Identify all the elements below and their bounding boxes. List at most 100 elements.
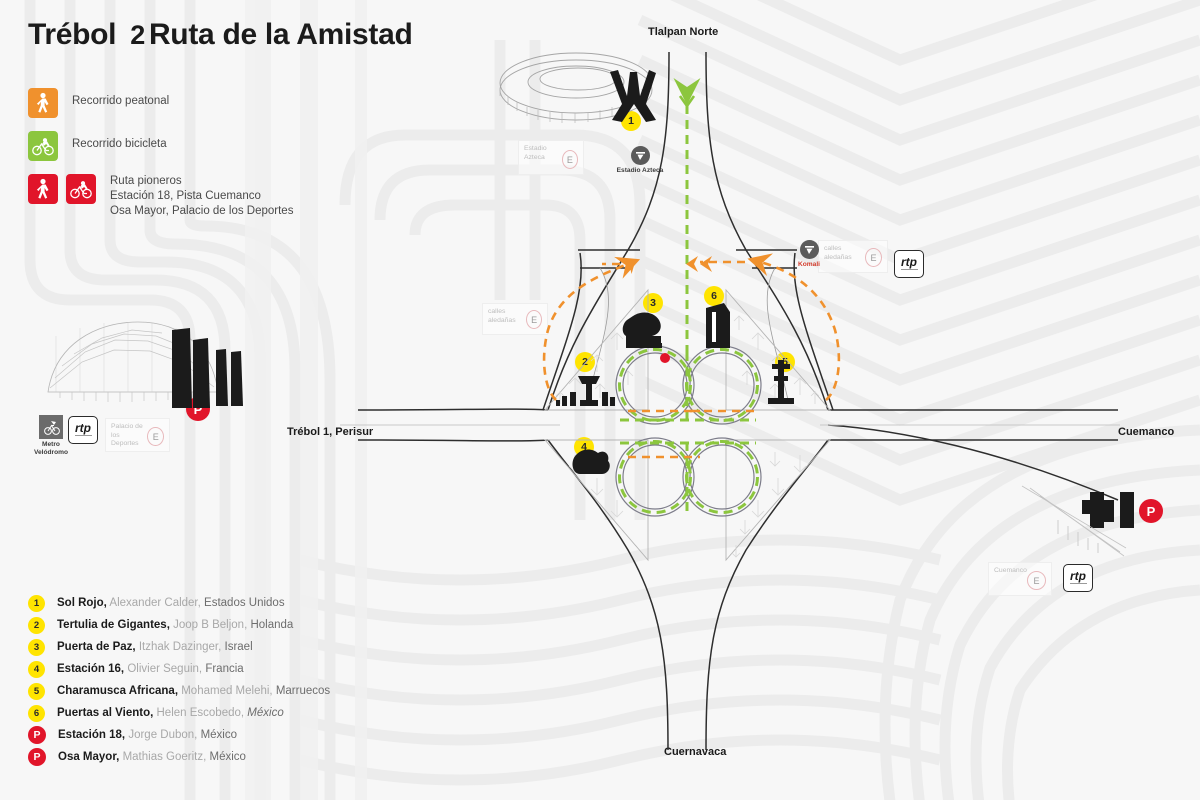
map-pin-6[interactable]: 6	[704, 286, 724, 306]
artwork-badge-3: 3	[28, 638, 45, 656]
artwork-country-4: Francia	[205, 663, 244, 675]
bicycle-icon-red	[66, 174, 96, 204]
artworks-list: 1 Sol Rojo, Alexander Calder, Estados Un…	[28, 592, 330, 768]
artwork-text-2: Tertulia de Gigantes, Joop B Beljon, Hol…	[57, 619, 293, 631]
artwork-name-6: Puertas al Viento,	[57, 707, 154, 719]
title-number: 2	[130, 20, 145, 50]
station-e-circle: E	[561, 150, 578, 169]
rtp-label: rtp	[75, 421, 91, 436]
sculpture-estacion-16	[572, 449, 610, 474]
legend-pioneros-line3: Osa Mayor, Palacio de los Deportes	[110, 205, 294, 217]
station-card-text: calles aledañas	[488, 308, 516, 324]
artwork-text-4: Estación 16, Olivier Seguin, Francia	[57, 663, 244, 675]
legend-pioneros-line2: Estación 18, Pista Cuemanco	[110, 190, 261, 202]
rtp-label: rtp	[901, 255, 917, 270]
artwork-country-1: Estados Unidos	[204, 597, 285, 609]
artwork-name-5: Charamusca Africana,	[57, 685, 179, 697]
artwork-text-p2: Osa Mayor, Mathias Goeritz, México	[58, 751, 246, 763]
estadio-azteca-drawing	[499, 52, 653, 123]
list-item[interactable]: 2 Tertulia de Gigantes, Joop B Beljon, H…	[28, 614, 330, 636]
list-item[interactable]: 5 Charamusca Africana, Mohamed Melehi, M…	[28, 680, 330, 702]
list-item[interactable]: P Estación 18, Jorge Dubon, México	[28, 724, 330, 746]
legend-label-pioneros: Ruta pioneros Estación 18, Pista Cuemanc…	[110, 174, 293, 219]
metro-velodromo-icon	[39, 415, 63, 439]
metro-velodromo[interactable]: Metro Velódromo	[30, 415, 72, 456]
artwork-text-1: Sol Rojo, Alexander Calder, Estados Unid…	[57, 597, 285, 609]
station-card-calles-aledanas-east[interactable]: calles aledañas E	[818, 240, 888, 273]
station-card-text: Palacio de los Deportes	[111, 423, 143, 447]
list-item[interactable]: 4 Estación 16, Olivier Seguin, Francia	[28, 658, 330, 680]
station-card-calles-aledanas-west[interactable]: calles aledañas E	[482, 303, 548, 335]
title-ruta: Ruta de la Amistad	[148, 18, 413, 51]
metro-label: Metro Velódromo	[33, 441, 69, 456]
sculpture-charamusca-africana	[768, 360, 794, 404]
road-label-north: Tlalpan Norte	[648, 26, 719, 38]
artwork-badge-1: 1	[28, 594, 45, 612]
pedestrian-icon-red	[28, 174, 58, 204]
rtp-badge-cuemanco[interactable]: rtp	[1063, 564, 1093, 592]
artwork-text-6: Puertas al Viento, Helen Escobedo, Méxic…	[57, 707, 284, 719]
road-label-east: Cuemanco	[1118, 426, 1175, 438]
road-label-south: Cuernavaca	[664, 746, 727, 758]
artwork-author-4: Olivier Seguin,	[127, 663, 203, 675]
artwork-badge-4: 4	[28, 660, 45, 678]
station-card-estadio-azteca[interactable]: Estadio Azteca E	[518, 140, 584, 175]
sculpture-puertas-al-viento	[706, 303, 730, 348]
artwork-text-3: Puerta de Paz, Itzhak Dazinger, Israel	[57, 641, 253, 653]
title-trebol: Trébol	[28, 18, 117, 51]
artwork-name-p2: Osa Mayor,	[58, 751, 120, 763]
palacio-deportes-drawing	[47, 321, 219, 402]
metro-estadio-azteca[interactable]: Estadio Azteca	[609, 146, 671, 175]
station-card-cuemanco[interactable]: Cuemanco E	[988, 562, 1052, 596]
rtp-underline	[900, 268, 918, 270]
artwork-badge-2: 2	[28, 616, 45, 634]
bicycle-icon	[28, 131, 58, 161]
bicycle-route-path	[618, 78, 759, 514]
list-item[interactable]: 1 Sol Rojo, Alexander Calder, Estados Un…	[28, 592, 330, 614]
artwork-country-2: Holanda	[250, 619, 294, 631]
legend-item-bicycle[interactable]: Recorrido bicicleta	[28, 131, 293, 161]
artwork-name-4: Estación 16,	[57, 663, 125, 675]
artwork-author-p1: Jorge Dubon,	[128, 729, 198, 741]
rtp-underline	[1069, 582, 1087, 584]
artwork-text-p1: Estación 18, Jorge Dubon, México	[58, 729, 237, 741]
artwork-badge-5: 5	[28, 682, 45, 700]
station-e-circle: E	[1027, 571, 1046, 590]
station-card-text: calles aledañas	[824, 245, 852, 261]
page-title: Trébol 2 Ruta de la Amistad	[28, 18, 413, 52]
legend-item-pioneros[interactable]: Ruta pioneros Estación 18, Pista Cuemanc…	[28, 174, 293, 219]
artwork-country-6: México	[247, 707, 284, 719]
artwork-author-5: Mohamed Melehi,	[181, 685, 273, 697]
marker-dot	[660, 353, 670, 363]
list-item[interactable]: P Osa Mayor, Mathias Goeritz, México	[28, 746, 330, 768]
artwork-author-2: Joop B Beljon,	[173, 619, 248, 631]
metro-icon	[799, 240, 819, 259]
rtp-underline	[74, 434, 92, 436]
artwork-badge-p1: P	[28, 726, 46, 744]
artwork-name-2: Tertulia de Gigantes,	[57, 619, 170, 631]
legend-pioneros-line1: Ruta pioneros	[110, 175, 182, 187]
list-item[interactable]: 3 Puerta de Paz, Itzhak Dazinger, Israel	[28, 636, 330, 658]
legend: Recorrido peatonal Recorrido bicicleta	[28, 88, 293, 232]
rtp-badge-palacio[interactable]: rtp	[68, 416, 98, 444]
artwork-country-5: Marruecos	[275, 685, 331, 697]
artwork-author-p2: Mathias Goeritz,	[122, 751, 207, 763]
station-e-circle: E	[865, 248, 882, 267]
pedestrian-route-path	[542, 253, 841, 459]
list-item[interactable]: 6 Puertas al Viento, Helen Escobedo, Méx…	[28, 702, 330, 724]
artwork-name-3: Puerta de Paz,	[57, 641, 136, 653]
artwork-country-p2: México	[209, 751, 246, 763]
rtp-badge-northeast[interactable]: rtp	[894, 250, 924, 278]
artwork-country-p1: México	[200, 729, 238, 741]
metro-komali[interactable]: Komali	[786, 240, 832, 269]
artwork-author-1: Alexander Calder,	[109, 597, 201, 609]
metro-label: Komali	[798, 261, 820, 268]
station-card-text: Cuemanco	[994, 567, 1027, 574]
legend-item-pedestrian[interactable]: Recorrido peatonal	[28, 88, 293, 118]
sculpture-osa-mayor	[172, 328, 243, 408]
artwork-badge-p2: P	[28, 748, 46, 766]
map-pin-p-estacion-18[interactable]: P	[1139, 499, 1163, 523]
station-card-palacio-deportes[interactable]: Palacio de los Deportes E	[105, 418, 170, 452]
pedestrian-icon	[28, 88, 58, 118]
